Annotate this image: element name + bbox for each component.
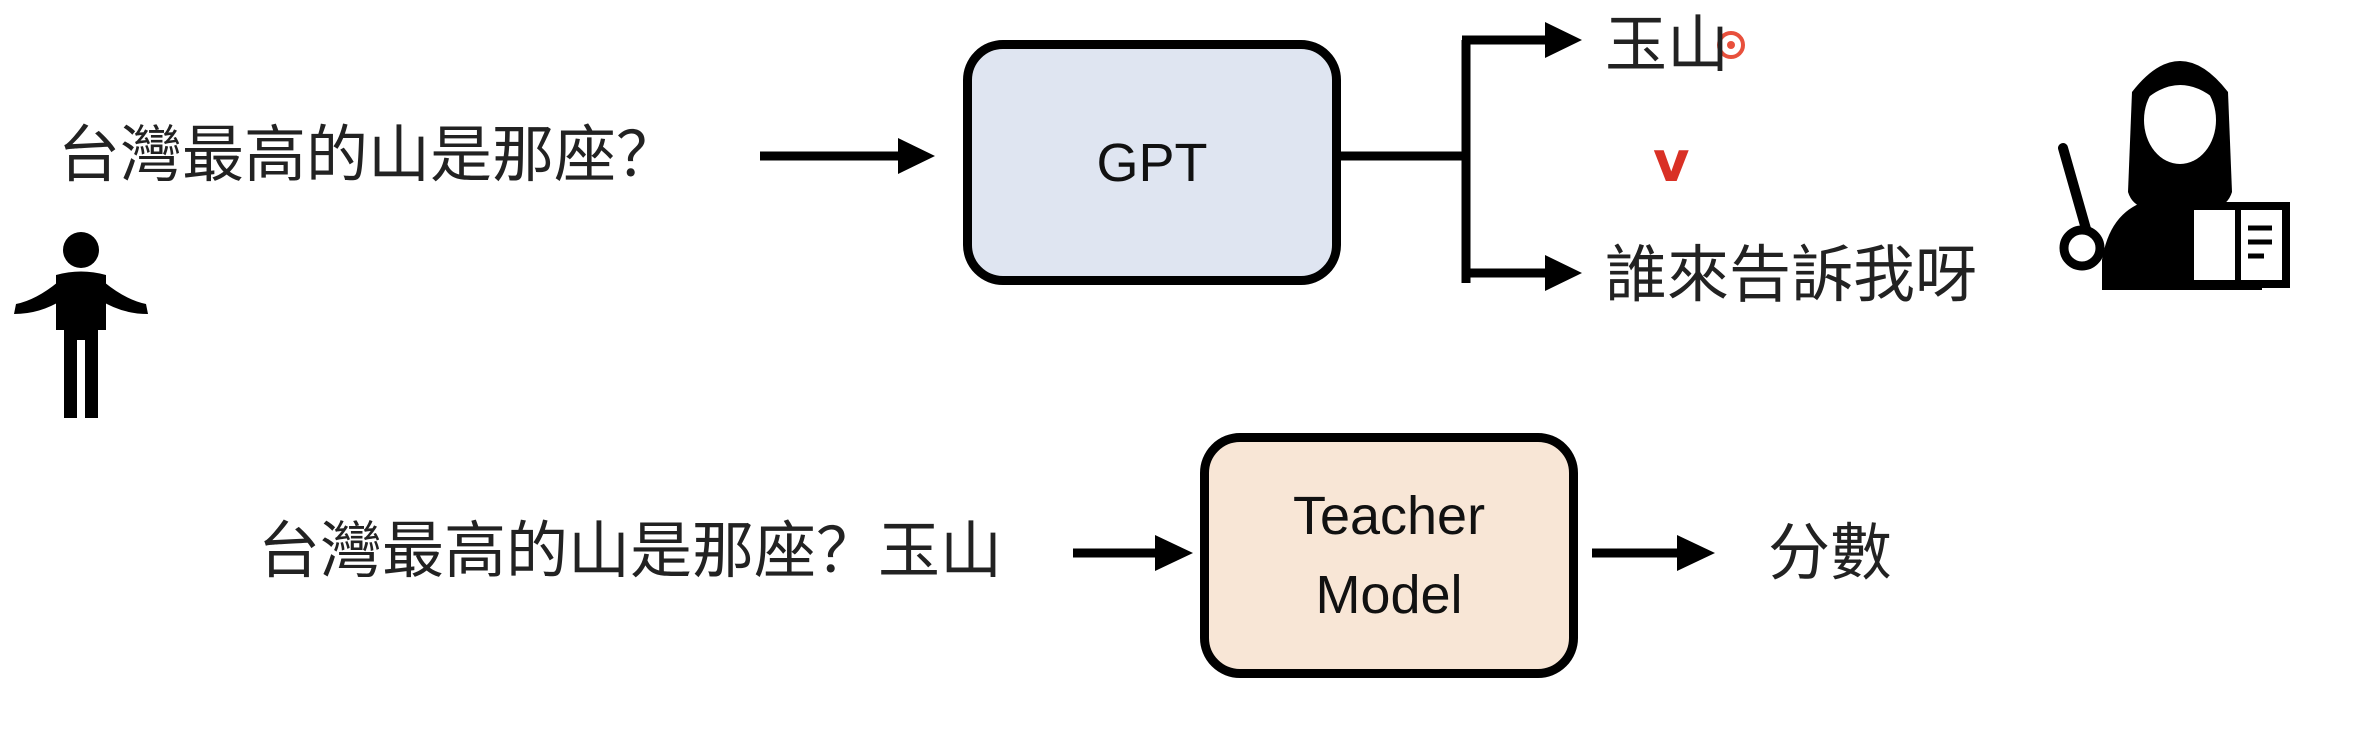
gpt-model-label: GPT [1096,132,1208,193]
teacher-input-text: 台灣最高的山是那座？玉山 [258,514,1003,587]
check-mark: v [1653,130,1690,195]
teacher-model-label-line2: Model [1315,564,1463,625]
arrow-question-to-gpt [760,138,935,174]
arrow-teacher-to-score [1592,535,1715,571]
score-text: 分數 [1768,516,1893,589]
question-text: 台灣最高的山是那座？ [58,118,679,191]
output-answer-who-tells-me: 誰來告訴我呀 [1605,238,1978,311]
teacher-model-box: Teacher Model [1200,433,1578,678]
branch-connector [1341,22,1582,291]
teacher-model-label-line1: Teacher [1292,486,1486,547]
cursor-indicator [1717,31,1745,59]
output-answer-yushan: 玉山 [1605,8,1730,81]
gpt-model-box: GPT [963,40,1341,285]
arrow-input-to-teacher [1073,535,1193,571]
